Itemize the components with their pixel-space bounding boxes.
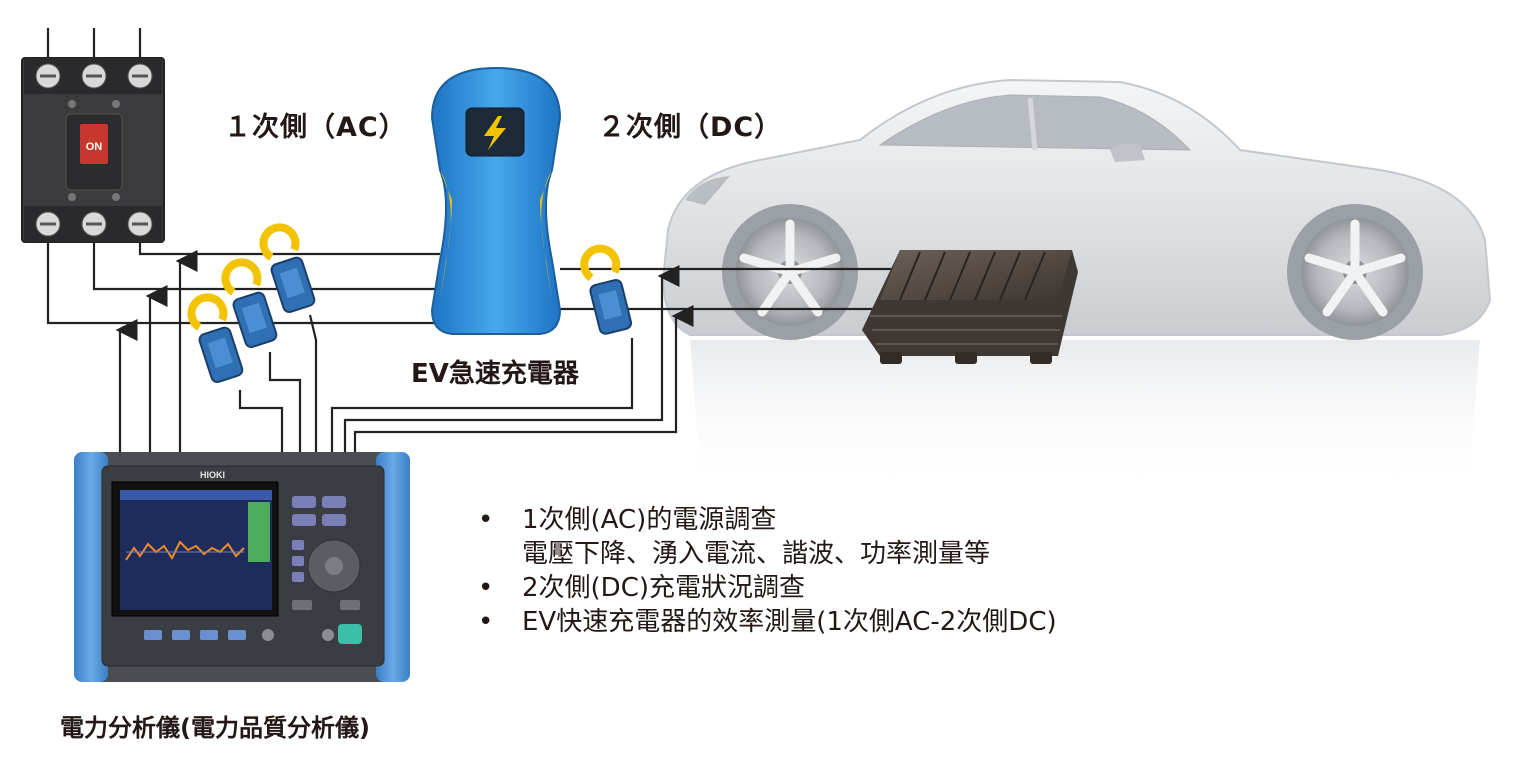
ac-line-2 xyxy=(92,240,440,291)
ev-charger xyxy=(430,66,562,335)
clamp-sensor-2 xyxy=(221,258,278,349)
feature-item-text: EV快速充電器的效率測量(1次側AC-2次側DC) xyxy=(522,607,1057,637)
clamp-sensor-dc xyxy=(580,244,633,335)
clamp-sensor-1 xyxy=(259,223,316,314)
feature-item-3: EV快速充電器的效率測量(1次側AC-2次側DC) xyxy=(478,605,1057,639)
car-headlight xyxy=(685,176,730,205)
secondary-side-label: ２次側（DC） xyxy=(598,112,783,143)
car-reflection xyxy=(690,340,1480,495)
feature-item-1: 1次側(AC)的電源調查 電壓下降、湧入電流、諧波、功率測量等 xyxy=(478,503,1057,571)
primary-side-label: １次側（AC） xyxy=(224,112,407,143)
waveform-trace xyxy=(125,540,245,561)
power-analyzer: HIOKI xyxy=(74,452,410,682)
car-pillar xyxy=(1027,97,1038,151)
lightning-icon xyxy=(484,116,506,150)
car-rear-wheel xyxy=(1287,204,1423,340)
feature-list: 1次側(AC)的電源調查 電壓下降、湧入電流、諧波、功率測量等 2次側(DC)充… xyxy=(478,503,1057,639)
breaker-switch-label: ON xyxy=(86,141,103,153)
car-body xyxy=(662,78,1492,336)
analyzer-screen xyxy=(120,490,272,610)
feature-item-subtext: 電壓下降、湧入電流、諧波、功率測量等 xyxy=(522,539,991,569)
clamp-sensor-3 xyxy=(187,293,244,384)
car-front-wheel xyxy=(722,204,858,340)
ac-line-1 xyxy=(46,240,440,325)
car-window xyxy=(878,94,1192,151)
feature-item-text: 1次側(AC)的電源調查 xyxy=(522,505,777,535)
analyzer-start-button xyxy=(338,624,362,644)
feature-item-text: 2次側(DC)充電狀況調查 xyxy=(522,573,806,603)
current-clamps xyxy=(187,223,633,384)
feature-item-2: 2次側(DC)充電狀況調查 xyxy=(478,571,1057,605)
analyzer-label: 電力分析儀(電力品質分析儀) xyxy=(60,714,370,742)
circuit-breaker: ON xyxy=(21,57,165,243)
car-mirror xyxy=(1110,143,1145,162)
ac-line-3 xyxy=(138,240,440,256)
electric-car xyxy=(662,78,1492,495)
battery-pack xyxy=(862,250,1078,364)
breaker-switch xyxy=(80,124,108,164)
charger-label: EV急速充電器 xyxy=(411,359,579,389)
brand-logo: HIOKI xyxy=(200,470,225,480)
